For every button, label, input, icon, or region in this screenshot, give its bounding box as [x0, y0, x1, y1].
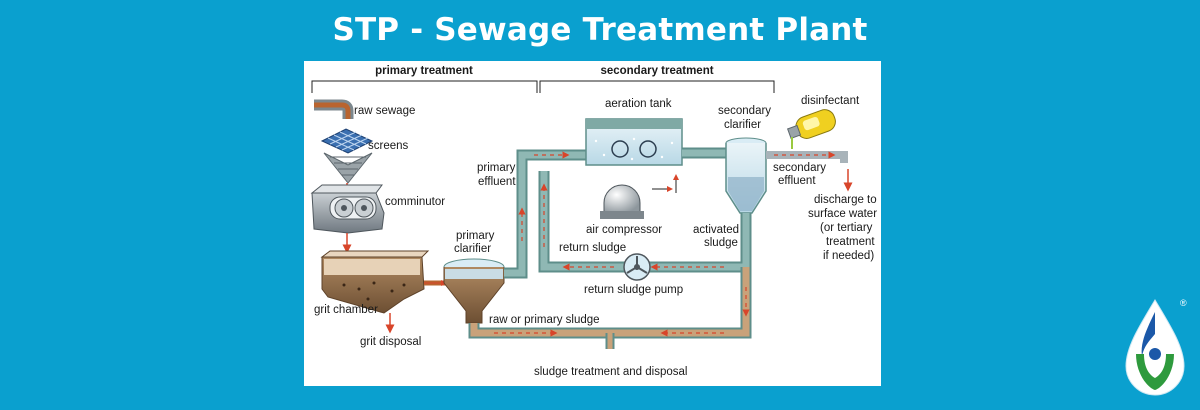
activated-sludge-label-1: activated — [693, 224, 739, 236]
disinfectant-bottle-icon — [786, 109, 836, 149]
sludge-disposal-pipe — [468, 267, 752, 349]
primary-treatment-header: primary treatment — [375, 65, 473, 77]
discharge-label-2: surface water — [808, 208, 877, 220]
secondary-treatment-header: secondary treatment — [600, 65, 713, 77]
pump-icon — [623, 253, 651, 281]
raw-sewage-pipe — [314, 99, 354, 119]
grit-chamber-label: grit chamber — [314, 304, 378, 316]
secondary-clarifier-icon — [725, 137, 767, 214]
secondary-clarifier-label-1: secondary — [718, 105, 771, 117]
return-sludge-label: return sludge — [559, 242, 626, 254]
discharge-label-4: treatment — [826, 236, 875, 248]
primary-clarifier-label-1: primary — [456, 230, 495, 242]
comminutor-icon — [310, 184, 385, 234]
brand-logo: ® — [1125, 298, 1187, 396]
screens-label: screens — [368, 140, 409, 152]
grit-disposal-label: grit disposal — [360, 336, 421, 348]
sludge-treatment-label: sludge treatment and disposal — [534, 366, 687, 378]
raw-or-primary-sludge-label: raw or primary sludge — [489, 314, 600, 326]
secondary-clarifier-label-2: clarifier — [724, 119, 761, 131]
air-compressor-label: air compressor — [586, 224, 662, 236]
registered-mark: ® — [1180, 298, 1187, 308]
return-sludge-pump-label: return sludge pump — [584, 284, 683, 296]
grit-chamber-icon — [320, 250, 446, 314]
discharge-label-5: if needed) — [823, 250, 874, 262]
aeration-tank-label: aeration tank — [605, 98, 672, 110]
primary-effluent-pipe — [504, 149, 588, 279]
primary-clarifier-icon — [443, 258, 505, 324]
secondary-effluent-pipe — [766, 151, 848, 163]
stp-diagram: primary treatment secondary treatment ra… — [310, 65, 877, 378]
diagram-panel: primary treatment secondary treatment ra… — [304, 61, 881, 386]
raw-sewage-label: raw sewage — [354, 105, 415, 117]
secondary-effluent-label-1: secondary — [773, 162, 826, 174]
comminutor-label: comminutor — [385, 196, 445, 208]
aeration-tank-icon — [585, 118, 683, 166]
primary-clarifier-label-2: clarifier — [454, 243, 491, 255]
secondary-effluent-label-2: effluent — [778, 175, 816, 187]
primary-effluent-label-2: effluent — [478, 176, 516, 188]
discharge-label-1: discharge to — [814, 194, 877, 206]
primary-effluent-label-1: primary — [477, 162, 516, 174]
air-compressor-icon — [600, 174, 679, 219]
disinfectant-label: disinfectant — [801, 95, 860, 107]
discharge-label-3: (or tertiary — [820, 222, 873, 234]
screens-icon — [320, 128, 374, 184]
section-brackets — [311, 80, 775, 93]
page-title: STP - Sewage Treatment Plant — [332, 12, 868, 48]
activated-sludge-label-2: sludge — [704, 237, 738, 249]
